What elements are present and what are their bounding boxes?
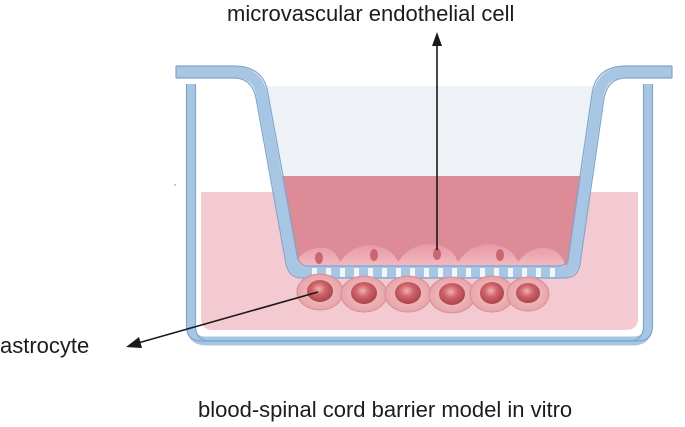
porous-membrane bbox=[312, 268, 555, 277]
endothelial-cell-label: microvascular endothelial cell bbox=[227, 1, 515, 26]
astrocyte-pointer-arrow bbox=[126, 291, 319, 348]
astrocyte-label: astrocyte bbox=[0, 333, 90, 358]
endothelial-pointer-arrow bbox=[432, 32, 442, 250]
insert-wall bbox=[176, 66, 672, 278]
astrocyte-cell bbox=[428, 276, 476, 314]
astrocyte-cell bbox=[384, 275, 432, 313]
endothelial-nucleus bbox=[370, 249, 378, 261]
astrocyte-cell bbox=[340, 275, 388, 313]
astrocyte-cell bbox=[296, 273, 344, 311]
insert-medium bbox=[276, 176, 587, 270]
astrocyte-cell bbox=[469, 275, 515, 313]
astrocyte-cell bbox=[506, 276, 550, 312]
endothelial-nucleus bbox=[496, 249, 504, 261]
endothelial-nucleus bbox=[433, 248, 441, 260]
astrocyte-layer bbox=[296, 273, 550, 314]
endothelial-nucleus bbox=[315, 252, 323, 264]
diagram-caption: blood-spinal cord barrier model in vitro bbox=[198, 397, 573, 422]
endothelial-cell-layer bbox=[294, 244, 566, 267]
